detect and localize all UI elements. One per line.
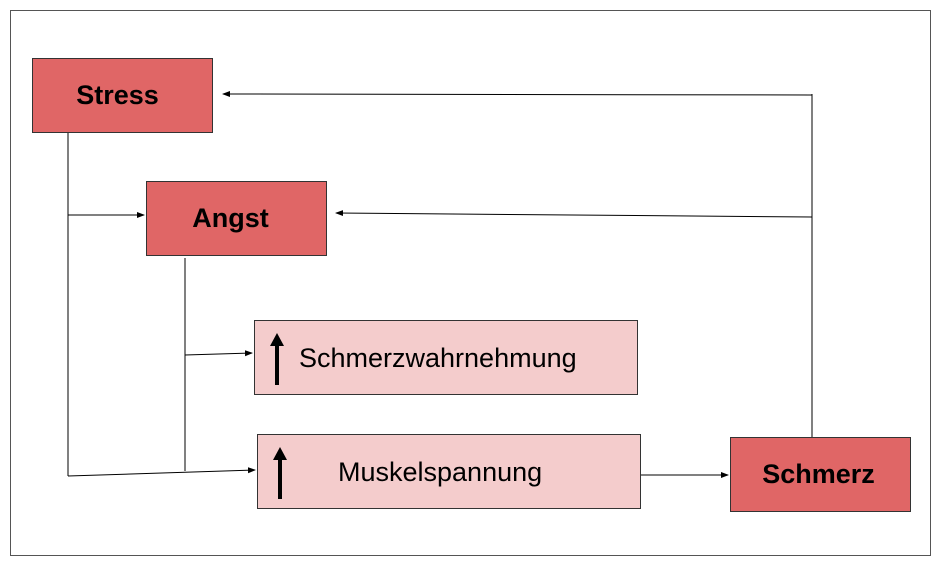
angst-label: Angst	[192, 203, 269, 233]
schmerzwahrnehmung-label: Schmerzwahrnehmung	[299, 343, 577, 373]
schmerz-to-stress-arrow	[222, 91, 813, 98]
schmerz-to-angst-arrow	[335, 210, 813, 218]
schmerzwahrnehmung-node: Schmerzwahrnehmung	[254, 320, 638, 395]
diagram-frame	[10, 10, 931, 556]
muskelspannung-node: Muskelspannung	[257, 434, 641, 509]
angst-node: Angst	[146, 181, 327, 256]
schmerz-label: Schmerz	[762, 459, 875, 489]
schmerz-node: Schmerz	[730, 437, 911, 512]
stress-to-muskelspannung-arrow	[67, 467, 256, 477]
up-arrow-icon	[270, 333, 284, 385]
muskelspannung-label: Muskelspannung	[338, 457, 543, 487]
stress-node: Stress	[32, 58, 213, 133]
up-arrow-icon	[273, 447, 287, 499]
angst-to-schmerzwahrnehmung-arrow	[184, 350, 253, 357]
stress-label: Stress	[76, 80, 159, 110]
